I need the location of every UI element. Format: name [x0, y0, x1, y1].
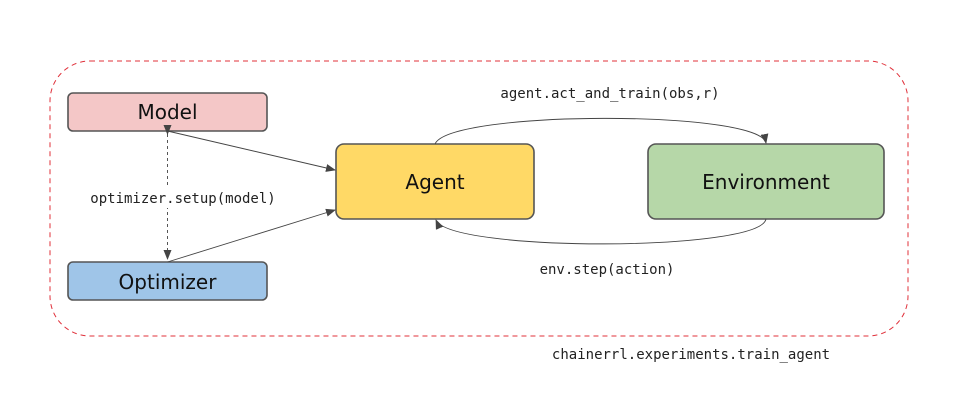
model-node: Model [67, 92, 268, 132]
optimizer-to-agent-arrow [167, 208, 336, 263]
model-label: Model [137, 100, 197, 124]
optimizer-setup-label: optimizer.setup(model) [90, 191, 275, 207]
environment-label: Environment [702, 170, 830, 194]
optimizer-node: Optimizer [67, 261, 268, 301]
agent-node: Agent [335, 143, 535, 220]
optimizer-setup-label-bg [76, 188, 290, 208]
act-and-train-label: agent.act_and_train(obs,r) [500, 86, 719, 102]
model-to-agent-arrow [167, 130, 336, 172]
train-agent-boundary [49, 60, 909, 337]
environment-to-agent-arrow [435, 218, 767, 245]
optimizer-label: Optimizer [119, 270, 218, 294]
agent-label: Agent [405, 170, 464, 194]
env-step-label: env.step(action) [540, 262, 675, 278]
environment-node: Environment [647, 143, 885, 220]
train-agent-label: chainerrl.experiments.train_agent [552, 347, 830, 363]
agent-to-environment-arrow [434, 117, 769, 145]
